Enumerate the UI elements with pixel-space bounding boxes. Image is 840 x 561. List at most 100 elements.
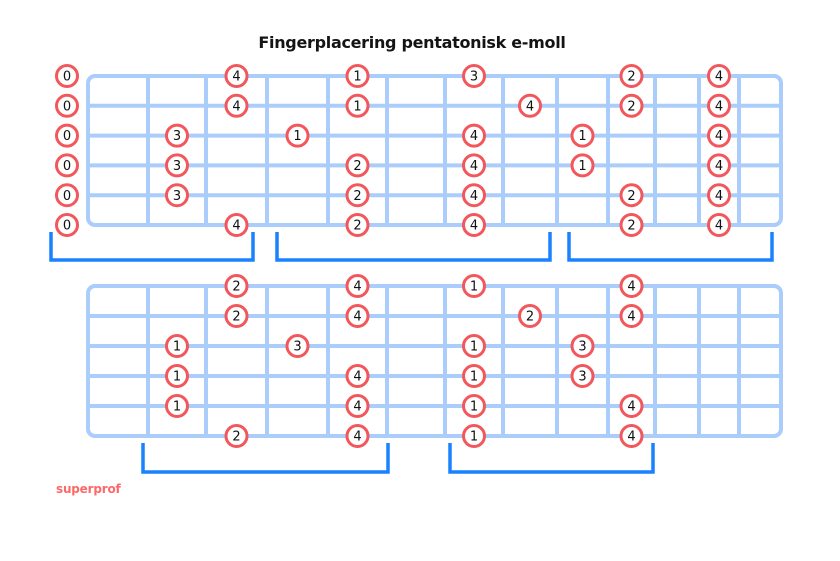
- marker-circle: [462, 424, 486, 448]
- finger-marker: 1: [462, 424, 486, 448]
- marker-circle: [462, 64, 486, 88]
- finger-number: 4: [715, 70, 723, 85]
- finger-number: 4: [353, 430, 361, 445]
- finger-number: 4: [232, 219, 240, 234]
- finger-marker: 1: [570, 123, 595, 148]
- finger-marker: 2: [224, 274, 249, 298]
- marker-circle: [165, 364, 189, 388]
- finger-number: 2: [232, 430, 240, 445]
- marker-circle: [224, 274, 249, 298]
- finger-number: 4: [353, 310, 361, 325]
- finger-marker: 1: [462, 364, 486, 388]
- marker-circle: [619, 183, 644, 208]
- finger-number: 3: [173, 189, 181, 204]
- finger-number: 2: [232, 310, 240, 325]
- marker-circle: [462, 123, 486, 148]
- finger-number: 4: [353, 370, 361, 385]
- finger-marker: 1: [462, 274, 486, 298]
- marker-circle: [518, 93, 542, 118]
- finger-number: 4: [715, 99, 723, 114]
- marker-circle: [345, 274, 370, 298]
- finger-marker: 3: [570, 364, 595, 388]
- marker-circle: [165, 153, 189, 178]
- finger-number: 3: [578, 370, 586, 385]
- finger-number: 2: [232, 280, 240, 295]
- finger-number: 1: [293, 129, 301, 144]
- finger-number: 4: [715, 219, 723, 234]
- finger-number: 4: [627, 400, 635, 415]
- finger-number: 4: [470, 129, 478, 144]
- marker-circle: [224, 64, 249, 88]
- finger-number: 1: [470, 430, 478, 445]
- finger-marker: 4: [345, 424, 370, 448]
- open-string-marker: 0: [55, 93, 79, 118]
- finger-number: 4: [353, 400, 361, 415]
- finger-marker: 4: [707, 153, 731, 178]
- finger-marker: 1: [345, 93, 370, 118]
- finger-number: 2: [353, 189, 361, 204]
- marker-circle: [570, 153, 595, 178]
- finger-number: 1: [353, 70, 361, 85]
- marker-circle: [619, 64, 644, 88]
- finger-number: 2: [627, 189, 635, 204]
- finger-number: 1: [578, 159, 586, 174]
- finger-marker: 4: [707, 183, 731, 208]
- finger-marker: 4: [345, 304, 370, 328]
- finger-marker: 4: [518, 93, 542, 118]
- marker-circle: [345, 93, 370, 118]
- finger-marker: 1: [462, 394, 486, 418]
- finger-number: 1: [173, 370, 181, 385]
- finger-marker: 2: [224, 304, 249, 328]
- marker-circle: [165, 123, 189, 148]
- marker-circle: [707, 123, 731, 148]
- finger-marker: 1: [165, 364, 189, 388]
- open-string-marker: 0: [55, 183, 79, 208]
- finger-number: 1: [173, 400, 181, 415]
- finger-number: 4: [715, 129, 723, 144]
- marker-circle: [285, 334, 310, 358]
- finger-number: 0: [63, 189, 71, 204]
- marker-circle: [462, 213, 486, 237]
- marker-circle: [55, 123, 79, 148]
- position-bracket: [275, 232, 552, 262]
- marker-circle: [462, 153, 486, 178]
- finger-number: 4: [232, 70, 240, 85]
- finger-number: 4: [353, 280, 361, 295]
- finger-marker: 1: [285, 123, 310, 148]
- marker-circle: [570, 364, 595, 388]
- finger-number: 2: [526, 310, 534, 325]
- finger-marker: 2: [518, 304, 542, 328]
- marker-circle: [55, 153, 79, 178]
- marker-circle: [345, 394, 370, 418]
- marker-circle: [707, 64, 731, 88]
- marker-circle: [345, 183, 370, 208]
- finger-number: 4: [470, 189, 478, 204]
- finger-number: 3: [470, 70, 478, 85]
- marker-circle: [462, 364, 486, 388]
- marker-circle: [345, 424, 370, 448]
- marker-circle: [462, 334, 486, 358]
- finger-marker: 4: [462, 153, 486, 178]
- finger-number: 2: [353, 159, 361, 174]
- marker-circle: [165, 183, 189, 208]
- marker-circle: [619, 213, 644, 237]
- marker-circle: [55, 183, 79, 208]
- finger-number: 4: [470, 159, 478, 174]
- open-string-marker: 0: [55, 153, 79, 178]
- marker-circle: [345, 304, 370, 328]
- finger-marker: 2: [345, 183, 370, 208]
- marker-circle: [224, 424, 249, 448]
- fretboard-outline: [86, 284, 783, 438]
- finger-number: 3: [578, 340, 586, 355]
- finger-number: 2: [353, 219, 361, 234]
- finger-marker: 4: [619, 274, 644, 298]
- marker-circle: [619, 394, 644, 418]
- marker-circle: [55, 64, 79, 88]
- finger-marker: 4: [619, 394, 644, 418]
- marker-circle: [285, 123, 310, 148]
- open-string-marker: 0: [55, 64, 79, 88]
- marker-circle: [345, 153, 370, 178]
- finger-marker: 4: [707, 93, 731, 118]
